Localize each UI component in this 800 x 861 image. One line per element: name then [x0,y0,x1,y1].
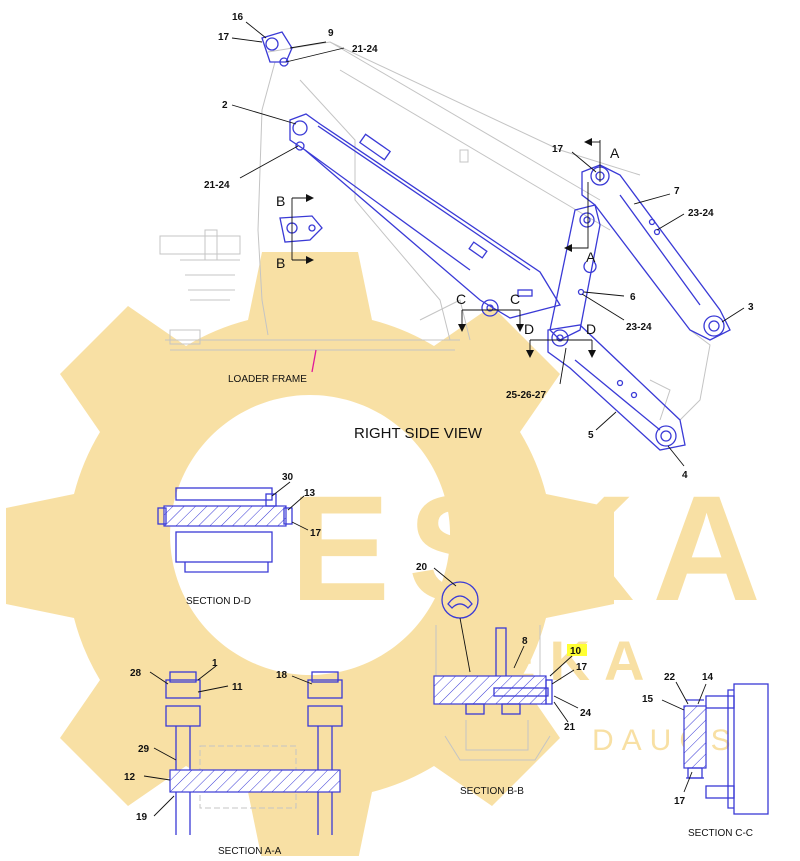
section-a-a-title: SECTION A-A [218,846,282,856]
dd-callout-17: 17 [310,528,322,539]
callout-4: 4 [682,470,688,481]
watermark-gear-icon [6,252,614,860]
right-side-view-title: RIGHT SIDE VIEW [354,425,483,442]
bb-callout-21: 21 [564,722,576,733]
cc-callout-17: 17 [674,796,686,807]
section-d-d-title: SECTION D-D [186,596,251,607]
watermark-main: ESKA [290,464,779,632]
upper-link [581,164,731,341]
callout-16: 16 [232,12,244,23]
cc-callout-14: 14 [702,672,714,683]
section-letter-c-right: C [510,291,520,307]
dd-callout-30: 30 [282,472,294,483]
side-leader-lines [231,21,745,467]
b-bracket [279,215,323,243]
callout-7: 7 [674,186,680,197]
watermark-small: DAUGS [592,724,739,757]
section-letter-d-left: D [524,321,534,337]
section-letter-a-bottom: A [586,249,596,265]
callout-3: 3 [748,302,754,313]
callout-17b: 17 [552,144,564,155]
section-b-b: 20 8 10 17 24 21 SECTION B-B [416,562,592,797]
tilt-arm [547,324,686,451]
aa-callout-12: 12 [124,772,136,783]
section-b-b-title: SECTION B-B [460,786,524,797]
right-side-view: A A B B C C D D 16 17 9 21-24 2 [159,12,754,481]
section-c-c-title: SECTION C-C [688,828,753,839]
aa-callout-11: 11 [232,682,243,693]
watermark: ESKA TEKA DAUGS [6,252,779,860]
bb-callout-20: 20 [416,562,428,573]
aa-callout-1: 1 [212,658,218,669]
section-letter-a-top: A [610,145,620,161]
section-letter-b-top: B [276,193,285,209]
bb-callout-17: 17 [576,662,588,673]
callout-6: 6 [630,292,636,303]
bb-callout-24: 24 [580,708,592,719]
section-marks [291,138,601,358]
callout-10-highlight [567,644,587,656]
callout-21-24a: 21-24 [352,44,378,55]
section-letter-b-bottom: B [276,255,285,271]
callout-25-26-27: 25-26-27 [506,390,546,401]
callout-21-24b: 21-24 [204,180,230,191]
callout-9: 9 [328,28,334,39]
lift-arm [289,113,562,319]
dd-callout-13: 13 [304,488,316,499]
callout-5: 5 [588,430,594,441]
aa-callout-18: 18 [276,670,288,681]
section-letter-c-left: C [456,291,466,307]
callout-2: 2 [222,100,228,111]
loader-frame-label: LOADER FRAME [228,374,307,385]
callout-17a: 17 [218,32,230,43]
aa-callout-28: 28 [130,668,142,679]
callout-23-24b: 23-24 [626,322,652,333]
section-d-d: 30 13 17 SECTION D-D [157,472,322,607]
upper-bracket [261,31,293,67]
bb-callout-10: 10 [570,646,582,657]
section-a-a: 28 1 11 18 29 12 19 SECTION A-A [124,658,343,857]
section-letter-d-right: D [586,321,596,337]
callout-23-24a: 23-24 [688,208,714,219]
loader-frame-marker [311,349,317,373]
aa-callout-29: 29 [138,744,150,755]
section-c-c: 22 14 15 17 SECTION C-C [642,672,769,839]
cc-callout-15: 15 [642,694,654,705]
aa-callout-19: 19 [136,812,148,823]
bb-callout-8: 8 [522,636,528,647]
lower-link [549,204,601,341]
cc-callout-22: 22 [664,672,676,683]
